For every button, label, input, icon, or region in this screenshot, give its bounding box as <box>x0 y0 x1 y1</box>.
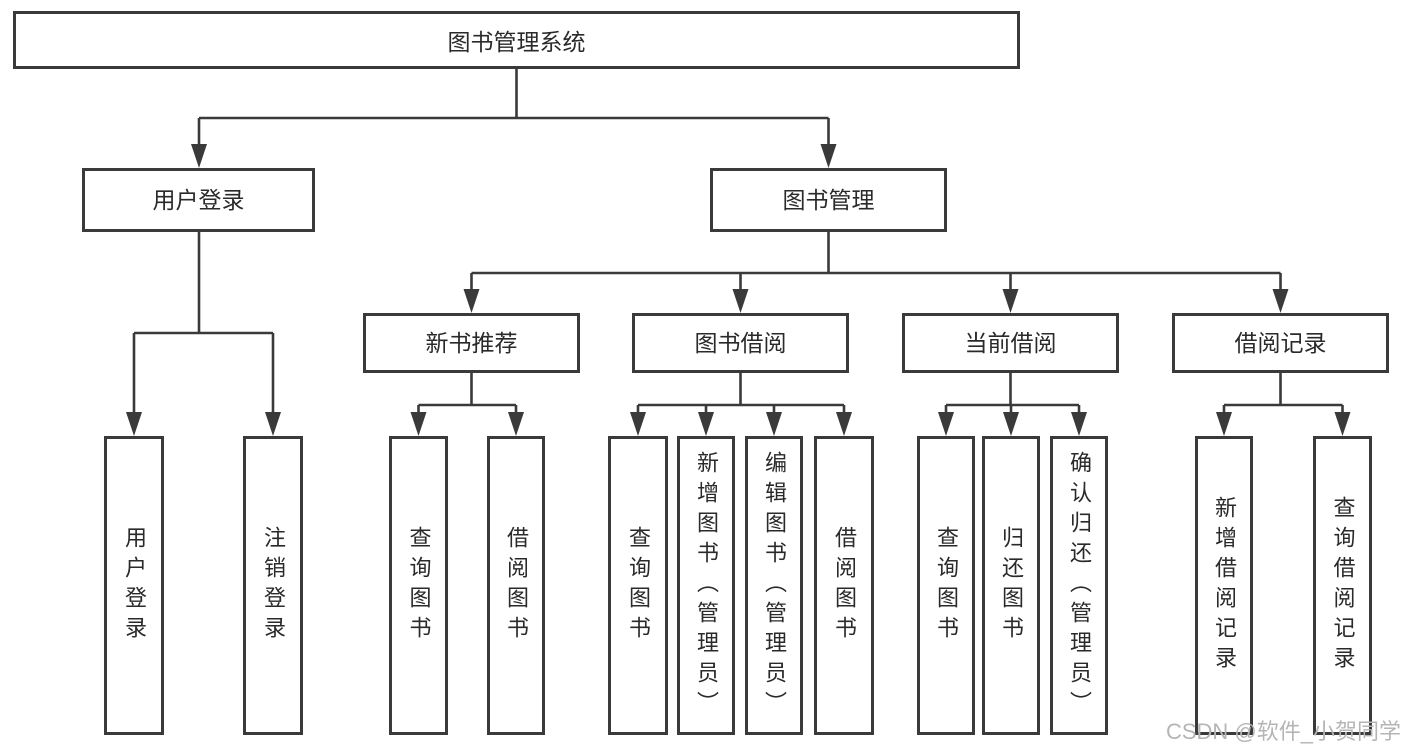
leaf-user-login: 用户登录 <box>104 436 164 735</box>
node-book-management-label: 图书管理 <box>782 186 875 213</box>
leaf-query-books-borrow-label: 查询图书 <box>626 525 651 646</box>
leaf-query-books-borrow: 查询图书 <box>608 436 668 735</box>
node-root: 图书管理系统 <box>13 11 1020 69</box>
leaf-confirm-return-admin-label: 确认归还（管理员） <box>1067 450 1092 721</box>
node-new-book-recommend: 新书推荐 <box>363 313 580 373</box>
node-book-management: 图书管理 <box>710 168 947 232</box>
node-book-borrow: 图书借阅 <box>632 313 849 373</box>
leaf-add-book-admin-label: 新增图书（管理员） <box>694 450 719 721</box>
leaf-query-books-recommend-label: 查询图书 <box>406 525 432 646</box>
leaf-logout-label: 注销登录 <box>261 525 286 646</box>
leaf-confirm-return-admin: 确认归还（管理员） <box>1050 436 1108 735</box>
leaf-query-books-current-label: 查询图书 <box>934 525 959 646</box>
leaf-borrow-books-recommend-label: 借阅图书 <box>504 525 529 646</box>
leaf-return-books-label: 归还图书 <box>999 525 1024 646</box>
leaf-add-borrow-record: 新增借阅记录 <box>1195 436 1253 735</box>
node-current-borrow: 当前借阅 <box>902 313 1119 373</box>
root-label: 图书管理系统 <box>447 29 586 55</box>
node-user-login-label: 用户登录 <box>152 186 245 213</box>
leaf-edit-book-admin-label: 编辑图书（管理员） <box>762 450 787 721</box>
node-borrow-records-label: 借阅记录 <box>1234 329 1327 356</box>
watermark: CSDN @软件_小贺同学 <box>1165 719 1401 744</box>
leaf-add-book-admin: 新增图书（管理员） <box>677 436 735 735</box>
leaf-add-borrow-record-label: 新增借阅记录 <box>1212 495 1237 676</box>
node-new-book-recommend-label: 新书推荐 <box>425 329 518 356</box>
leaf-query-borrow-record: 查询借阅记录 <box>1313 436 1372 735</box>
leaf-query-books-current: 查询图书 <box>917 436 975 735</box>
leaf-logout: 注销登录 <box>243 436 303 735</box>
leaf-borrow-books-recommend: 借阅图书 <box>487 436 545 735</box>
leaf-query-borrow-record-label: 查询借阅记录 <box>1330 495 1356 676</box>
node-current-borrow-label: 当前借阅 <box>964 329 1057 356</box>
leaf-borrow-books: 借阅图书 <box>814 436 874 735</box>
leaf-return-books: 归还图书 <box>982 436 1040 735</box>
leaf-borrow-books-label: 借阅图书 <box>832 525 857 646</box>
node-book-borrow-label: 图书借阅 <box>694 329 787 356</box>
leaf-query-books-recommend: 查询图书 <box>389 436 448 735</box>
node-borrow-records: 借阅记录 <box>1172 313 1389 373</box>
leaf-edit-book-admin: 编辑图书（管理员） <box>745 436 803 735</box>
leaf-user-login-label: 用户登录 <box>122 525 147 646</box>
node-user-login: 用户登录 <box>82 168 315 232</box>
